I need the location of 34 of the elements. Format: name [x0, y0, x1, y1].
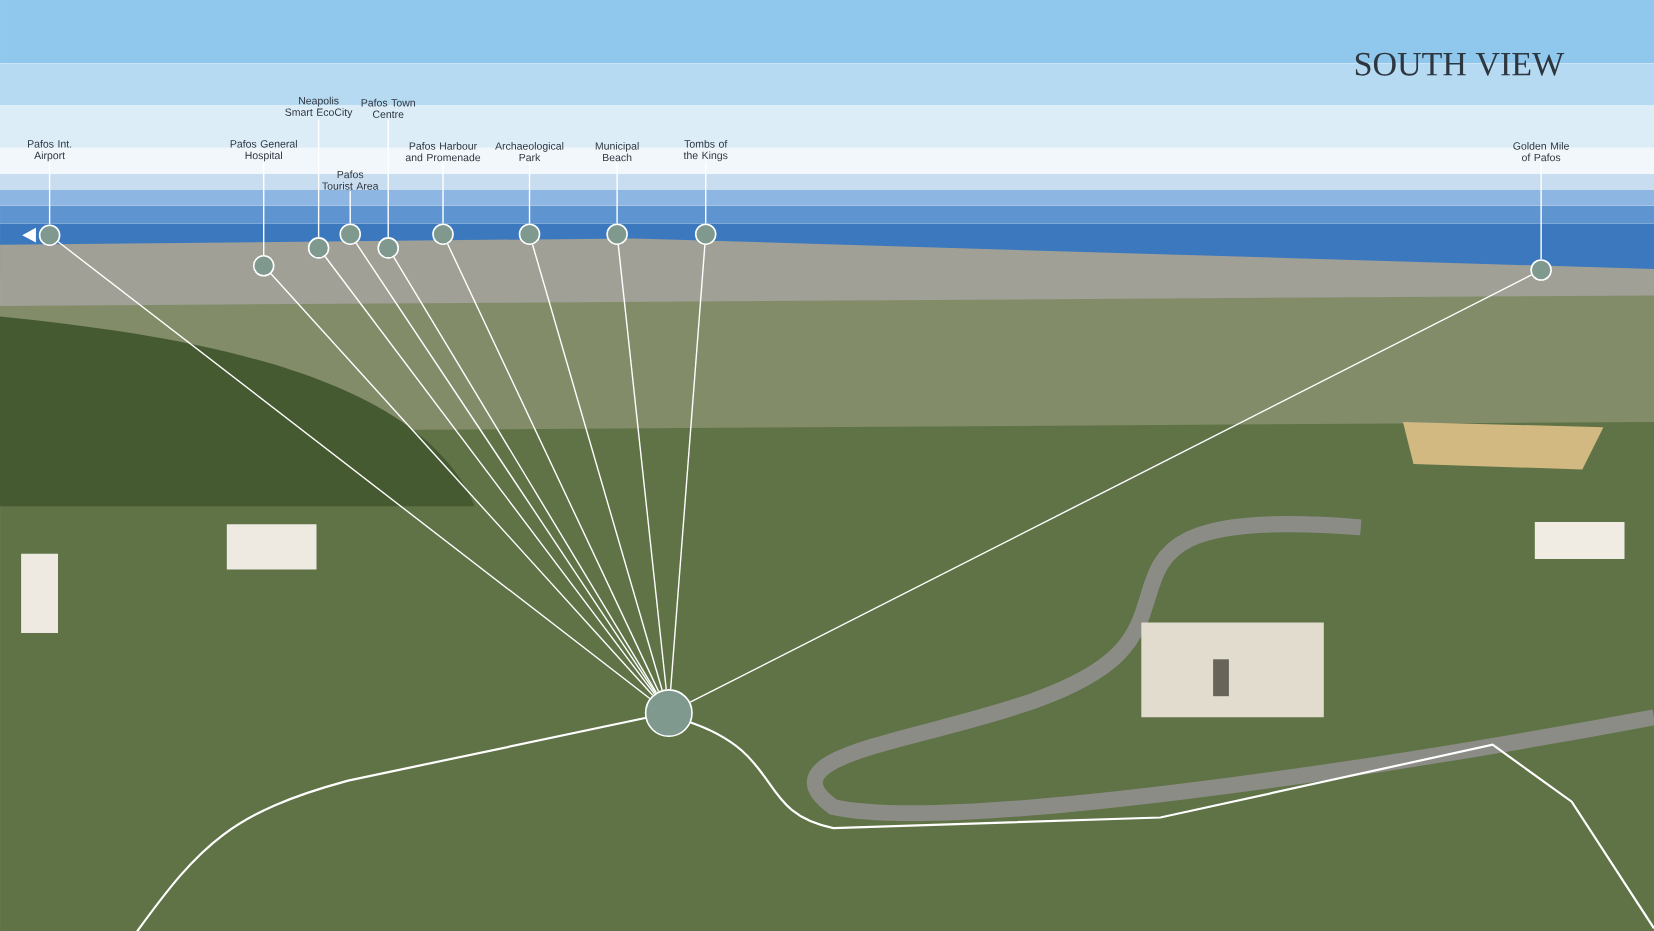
sight-line — [669, 244, 706, 690]
location-marker — [38, 224, 61, 246]
sight-line — [446, 243, 660, 693]
place-label: Archaeological Park — [495, 142, 564, 162]
sight-line — [689, 274, 1533, 703]
place-label: Municipal Beach — [595, 142, 639, 162]
place-label: Pafos Tourist Area — [322, 170, 379, 190]
leader-line — [263, 161, 265, 256]
place-label: Pafos General Hospital — [230, 139, 297, 162]
leader-line — [442, 161, 444, 225]
sight-line — [270, 273, 654, 696]
leader-line — [528, 161, 531, 225]
place-label: Pafos Int. Airport — [28, 139, 72, 162]
title: SOUTH VIEW — [1355, 52, 1565, 76]
viewpoint-marker — [644, 689, 693, 738]
location-marker — [694, 223, 717, 245]
place-label: Tombs of the Kings — [683, 139, 728, 162]
location-marker — [518, 223, 541, 245]
place-label: Neapolis Smart EcoCity — [285, 96, 353, 118]
leader-line — [387, 118, 389, 238]
sight-line — [617, 244, 667, 690]
sight-line — [393, 256, 658, 694]
sight-line — [531, 243, 663, 691]
leader-line — [1540, 161, 1542, 260]
sight-line — [57, 241, 651, 700]
location-marker — [307, 237, 330, 259]
place-label: Golden Mile of Pafos — [1513, 142, 1569, 162]
leader-line — [705, 161, 707, 225]
leader-line — [616, 161, 618, 225]
leader-line — [349, 190, 351, 225]
leader-line — [317, 118, 320, 238]
place-label: Pafos Harbour and Promenade — [405, 142, 481, 162]
place-label: Pafos Town Centre — [361, 98, 415, 118]
leader-line — [48, 161, 51, 226]
